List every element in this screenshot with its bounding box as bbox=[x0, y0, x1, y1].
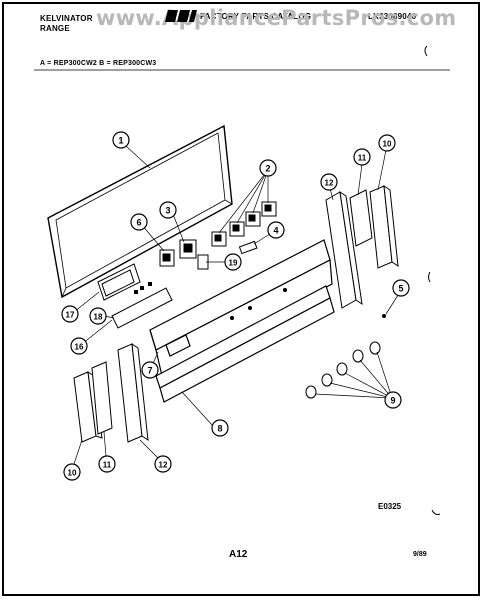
wci-logo bbox=[165, 10, 197, 22]
callout-12-right: 12 bbox=[320, 173, 338, 191]
svg-text:3: 3 bbox=[165, 206, 170, 216]
part-front-trim bbox=[155, 285, 335, 403]
svg-text:17: 17 bbox=[66, 311, 75, 320]
part-end-panel-right-10 bbox=[369, 184, 399, 269]
figure-code: E0325 bbox=[378, 502, 402, 511]
callout-5: 5 bbox=[392, 279, 410, 297]
svg-text:9: 9 bbox=[390, 396, 395, 406]
margin-mark bbox=[424, 45, 428, 57]
svg-text:5: 5 bbox=[398, 284, 403, 294]
callout-16: 16 bbox=[70, 337, 88, 355]
callout-8: 8 bbox=[211, 419, 229, 437]
part-control-panel bbox=[149, 239, 333, 377]
watermark: www.AppliancePartsPros.com bbox=[96, 6, 457, 30]
callout-19: 19 bbox=[224, 253, 242, 271]
callout-10-right: 10 bbox=[378, 134, 396, 152]
callout-2: 2 bbox=[259, 159, 277, 177]
part-knobs bbox=[305, 341, 381, 399]
callout-11-left: 11 bbox=[98, 455, 116, 473]
model-key: A = REP300CW2 B = REP300CW3 bbox=[40, 60, 157, 67]
page-number: A12 bbox=[229, 549, 248, 560]
svg-text:12: 12 bbox=[159, 461, 168, 470]
svg-text:10: 10 bbox=[383, 140, 392, 149]
callout-6: 6 bbox=[130, 213, 148, 231]
margin-mark bbox=[428, 271, 431, 283]
part-clock-lens bbox=[97, 263, 141, 301]
svg-text:12: 12 bbox=[325, 179, 334, 188]
svg-text:18: 18 bbox=[94, 313, 103, 322]
callout-17: 17 bbox=[61, 305, 79, 323]
callout-4: 4 bbox=[267, 221, 285, 239]
callout-1: 1 bbox=[112, 131, 130, 149]
svg-text:6: 6 bbox=[136, 218, 141, 228]
svg-text:4: 4 bbox=[273, 226, 278, 236]
callout-7: 7 bbox=[141, 361, 159, 379]
revision-date: 9/89 bbox=[413, 551, 427, 558]
svg-text:11: 11 bbox=[358, 154, 367, 163]
svg-text:1: 1 bbox=[118, 136, 123, 146]
callout-12-left: 12 bbox=[154, 455, 172, 473]
callout-9: 9 bbox=[384, 391, 402, 409]
part-screw bbox=[382, 314, 386, 318]
callout-3: 3 bbox=[159, 201, 177, 219]
svg-text:16: 16 bbox=[75, 343, 84, 352]
part-end-cap-right-12 bbox=[325, 190, 363, 309]
brand-line2: RANGE bbox=[40, 24, 70, 33]
svg-text:8: 8 bbox=[217, 424, 222, 434]
part-indicator-light bbox=[238, 240, 258, 255]
part-timer-clock bbox=[159, 239, 209, 270]
part-lens-clips bbox=[134, 282, 152, 294]
callout-11-right: 11 bbox=[353, 148, 371, 166]
part-backguard-glass bbox=[47, 124, 233, 299]
part-trim-strip bbox=[111, 287, 173, 329]
part-bracket-right-11 bbox=[349, 189, 373, 247]
svg-text:11: 11 bbox=[103, 461, 112, 470]
brand-line1: KELVINATOR bbox=[40, 14, 93, 23]
callout-group: 1 3 6 2 4 19 17 18 16 7 8 5 9 12 11 10 1… bbox=[61, 131, 410, 481]
catalog-number: LK33089040 bbox=[368, 12, 417, 21]
callout-18: 18 bbox=[89, 307, 107, 325]
part-bracket-left-11 bbox=[91, 361, 113, 435]
svg-text:7: 7 bbox=[147, 366, 152, 376]
svg-text:19: 19 bbox=[229, 259, 238, 268]
catalog-title: FACTORY PARTS CATALOG bbox=[200, 12, 312, 21]
part-end-cap-left-12 bbox=[117, 342, 149, 443]
callout-10-left: 10 bbox=[63, 463, 81, 481]
page-border bbox=[2, 2, 480, 596]
svg-text:2: 2 bbox=[265, 164, 270, 174]
part-control-switches bbox=[211, 201, 277, 247]
svg-text:10: 10 bbox=[68, 469, 77, 478]
margin-mark bbox=[431, 509, 441, 515]
